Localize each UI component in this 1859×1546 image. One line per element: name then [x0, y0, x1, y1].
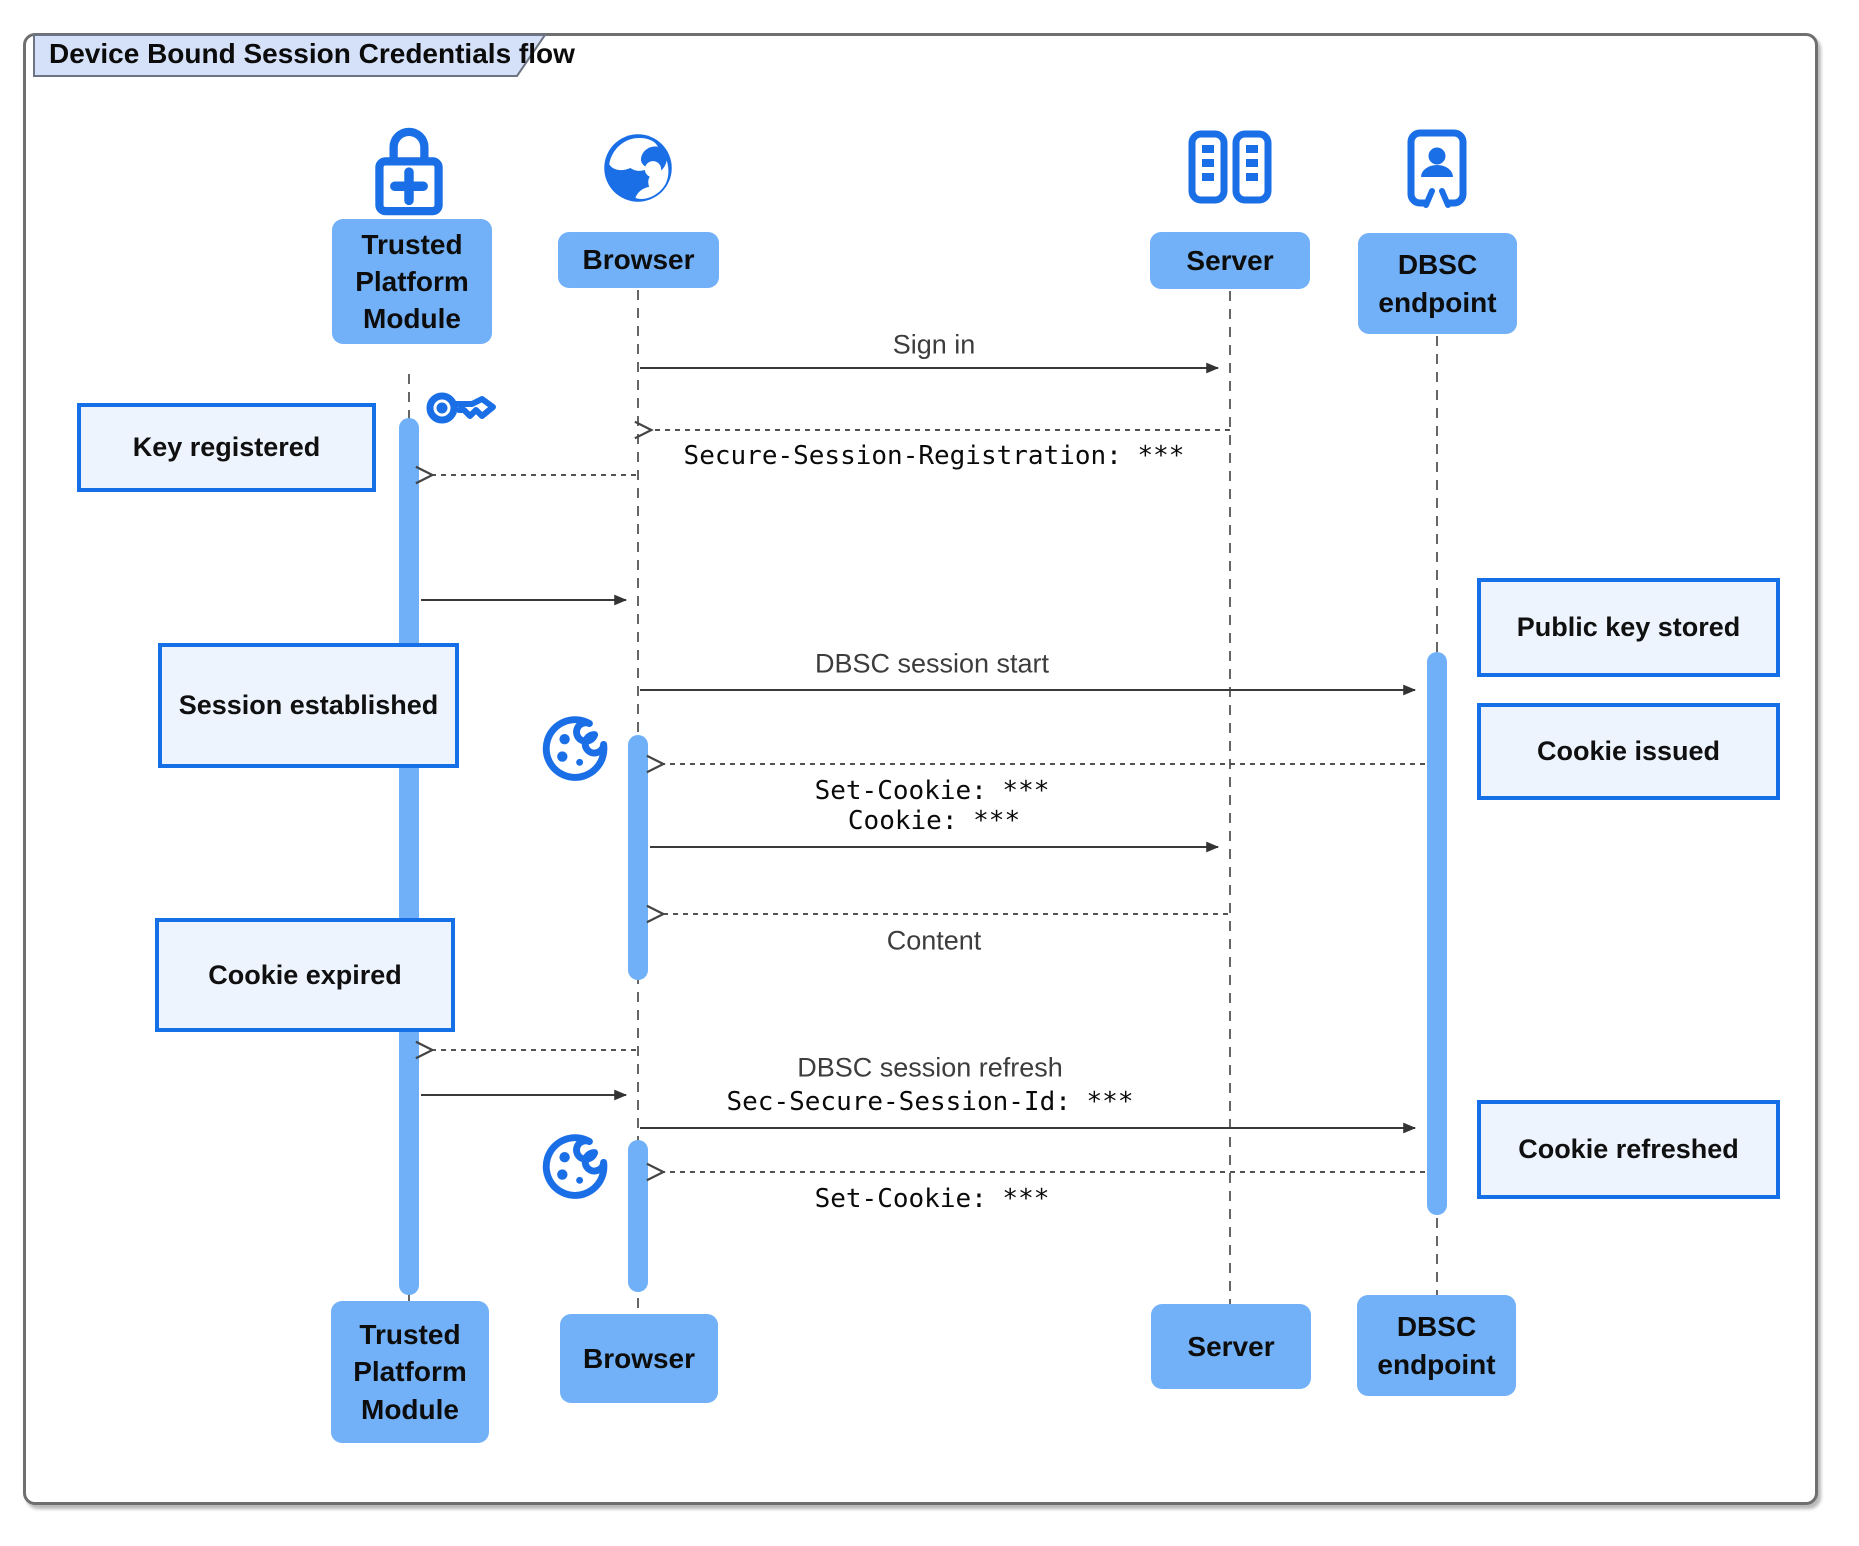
note-session-established: Session established [158, 643, 459, 768]
page-title: Device Bound Session Credentials flow [49, 38, 575, 69]
label-sign-in: Sign in [892, 329, 976, 360]
actor-bottom-tpm: Trusted Platform Module [331, 1301, 489, 1443]
actor-top-tpm: Trusted Platform Module [332, 219, 492, 344]
label-session-refresh: DBSC session refresh [797, 1052, 1063, 1083]
actor-bottom-dbsc: DBSC endpoint [1357, 1295, 1516, 1396]
label-session-refresh-header: Sec-Secure-Session-Id: *** [726, 1087, 1134, 1117]
key-icon [426, 392, 496, 424]
label-session-start: DBSC session start [814, 648, 1050, 679]
activation-bar-browser-2 [628, 1140, 648, 1292]
title-tab-shape [33, 34, 547, 77]
note-cookie-expired: Cookie expired [155, 918, 455, 1032]
note-cookie-issued: Cookie issued [1477, 703, 1780, 800]
note-cookie-refreshed: Cookie refreshed [1477, 1100, 1780, 1199]
actor-top-server: Server [1150, 232, 1310, 289]
actor-bottom-browser: Browser [560, 1314, 718, 1403]
note-public-key-stored: Public key stored [1477, 578, 1780, 677]
activation-bar-dbsc [1427, 652, 1447, 1215]
cookie-icon [542, 1134, 608, 1199]
label-set-cookie-2: Set-Cookie: *** [814, 1184, 1050, 1214]
label-set-cookie-1: Set-Cookie: *** [814, 776, 1050, 806]
actor-top-browser: Browser [558, 232, 719, 288]
globe-icon [604, 134, 672, 202]
id-badge-icon [1407, 129, 1467, 208]
activation-bar-browser-1 [628, 735, 648, 980]
label-registration: Secure-Session-Registration: *** [683, 441, 1185, 471]
label-cookie: Cookie: *** [847, 806, 1021, 836]
server-racks-icon [1188, 130, 1272, 204]
cookie-icon [542, 716, 608, 781]
lock-plus-icon [375, 127, 443, 216]
diagram-title-tab: Device Bound Session Credentials flow [33, 34, 575, 78]
actor-top-dbsc: DBSC endpoint [1358, 233, 1517, 334]
actor-bottom-server: Server [1151, 1304, 1311, 1389]
label-content: Content [886, 925, 982, 956]
note-key-registered: Key registered [77, 403, 376, 492]
activation-bar-tpm [399, 418, 419, 1295]
